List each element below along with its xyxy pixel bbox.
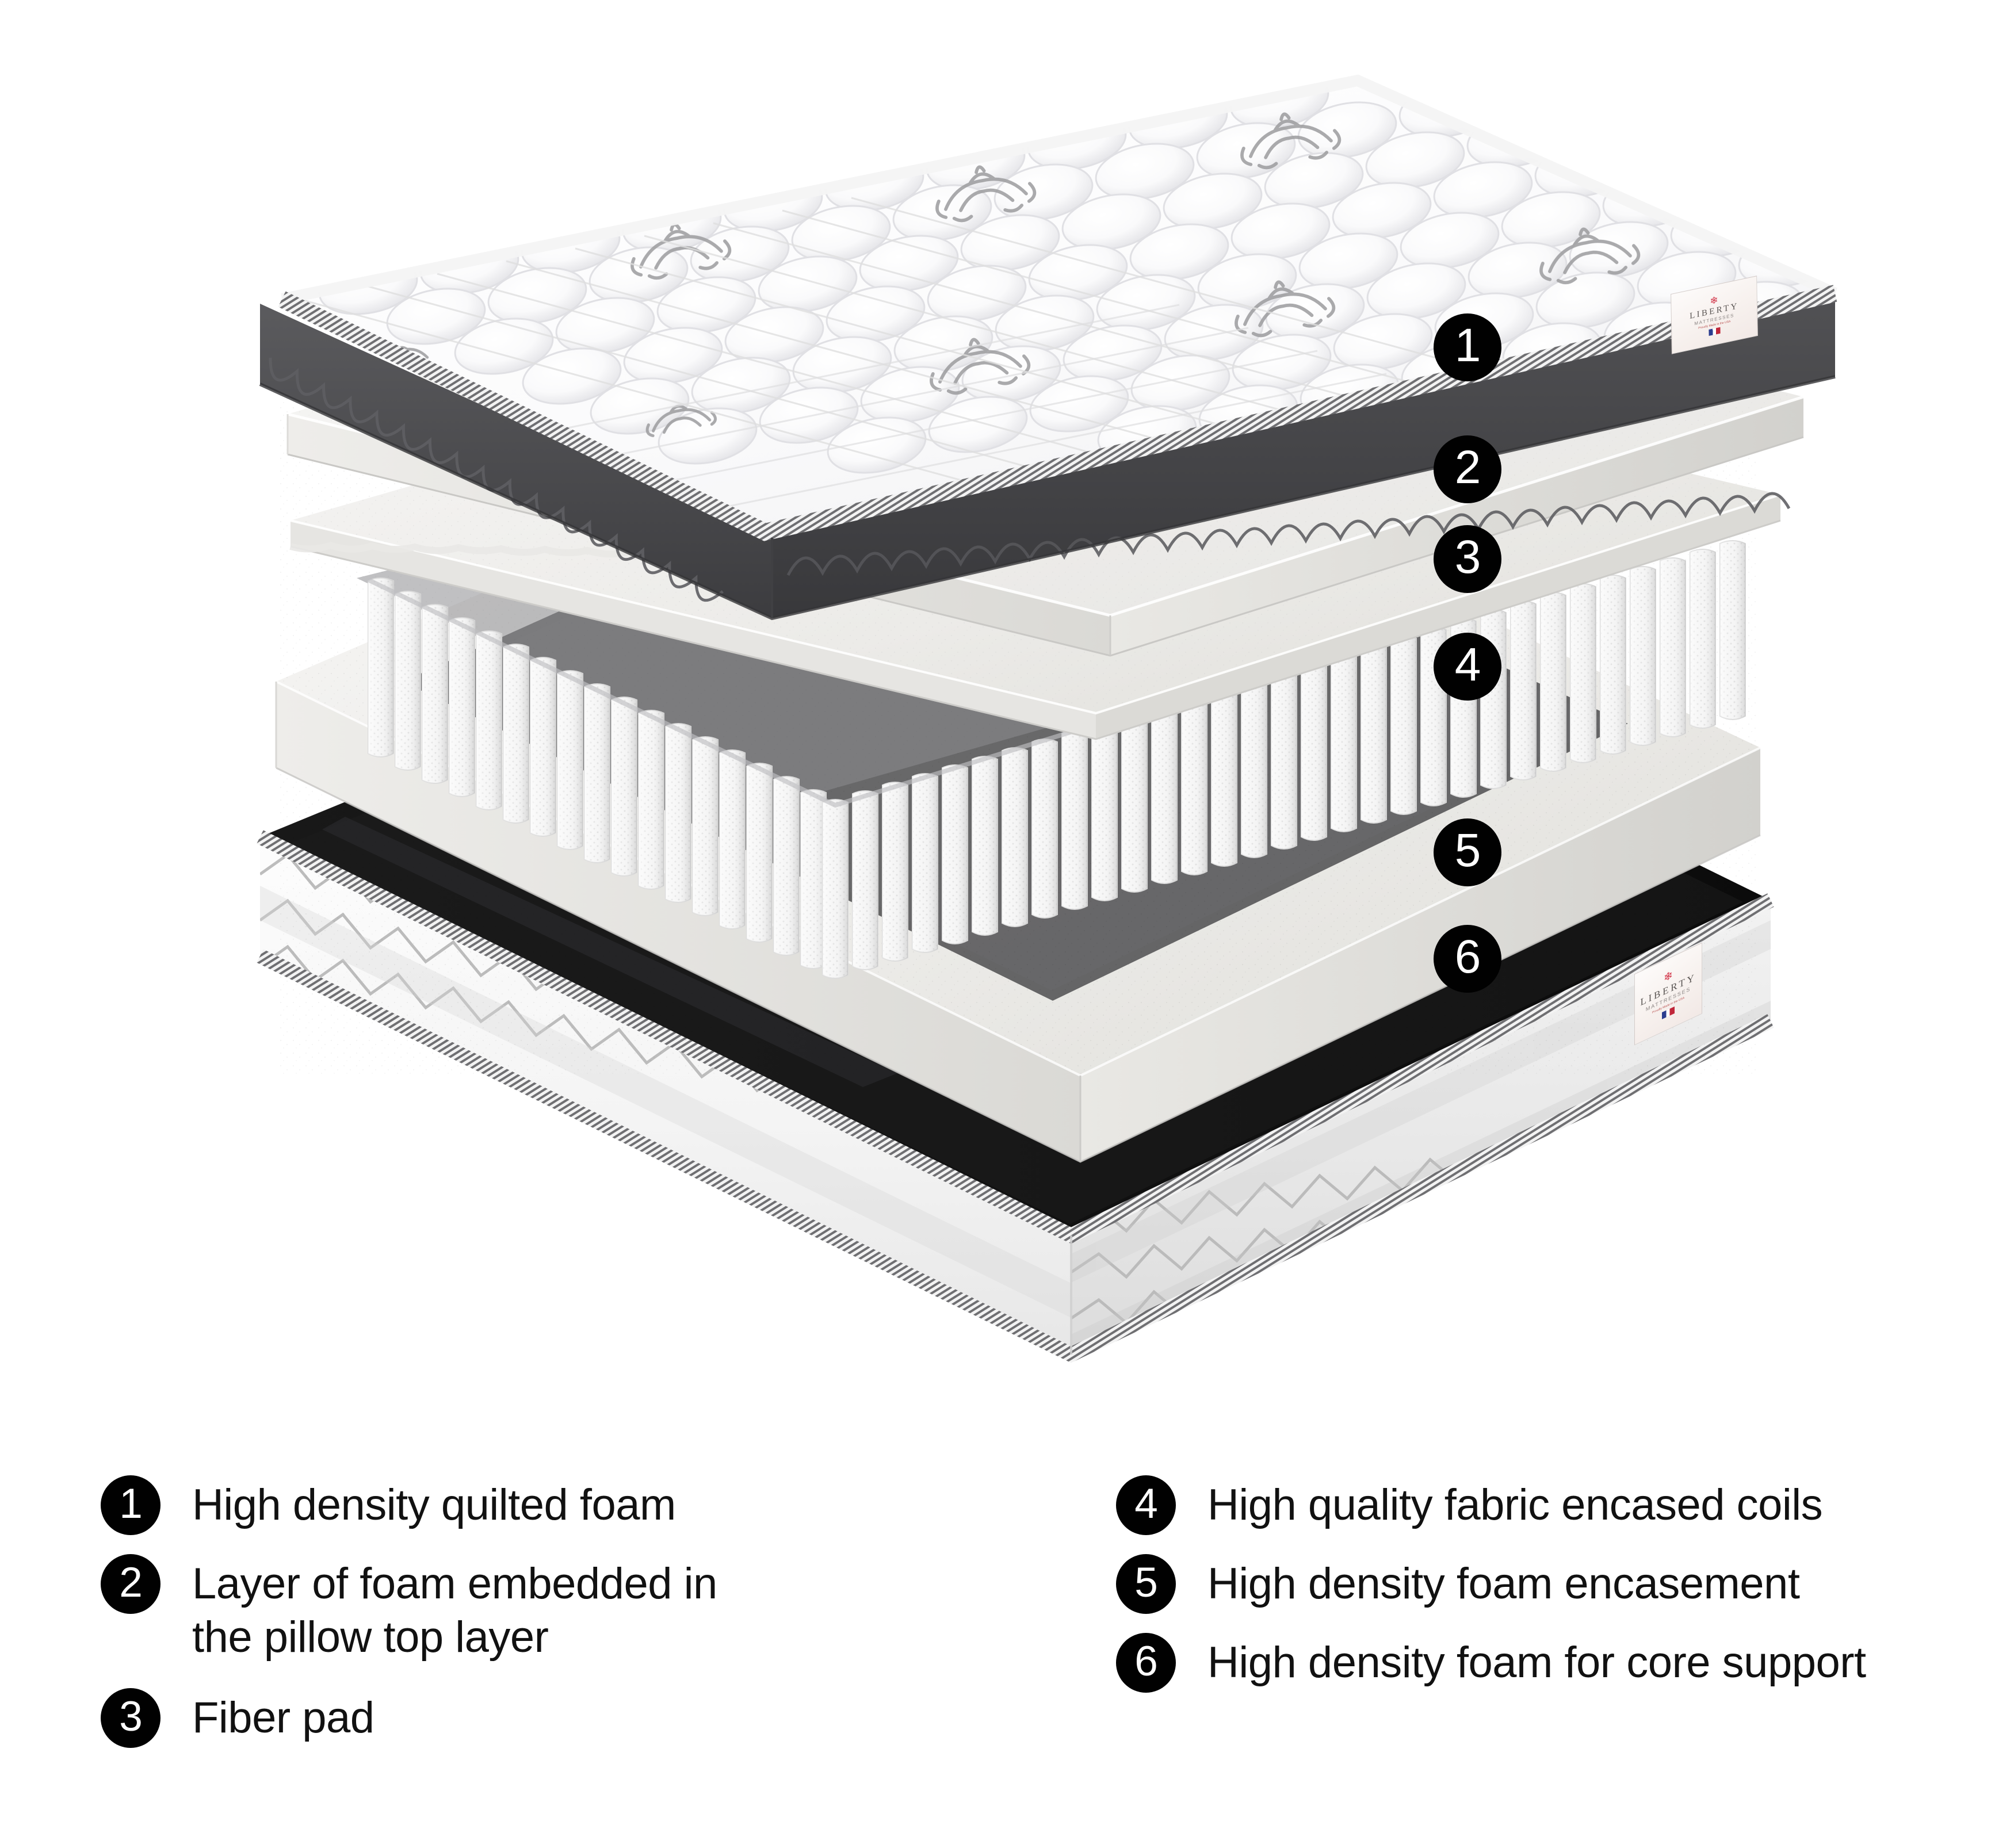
- legend-badge-4: 4: [1116, 1475, 1176, 1535]
- callout-number: 6: [1454, 931, 1481, 983]
- legend-item-5: 5 High density foam encasement: [1116, 1554, 1800, 1614]
- legend-badge-2: 2: [101, 1554, 160, 1614]
- callout-number: 5: [1454, 824, 1481, 877]
- legend-badge-1: 1: [101, 1475, 160, 1535]
- callout-badge-5[interactable]: 5: [1434, 818, 1501, 886]
- legend-label-2: Layer of foam embedded in the pillow top…: [192, 1559, 717, 1662]
- callout-badge-1[interactable]: 1: [1434, 313, 1501, 381]
- mattress-layers-svg: [257, 74, 1838, 1363]
- legend-item-6: 6 High density foam for core support: [1116, 1633, 1866, 1693]
- legend-item-2: 2 Layer of foam embedded in the pillow t…: [101, 1554, 717, 1664]
- callout-badge-4[interactable]: 4: [1434, 633, 1501, 701]
- callout-number: 1: [1454, 319, 1481, 372]
- legend-label-3: Fiber pad: [192, 1693, 374, 1742]
- legend-number: 4: [1134, 1480, 1158, 1527]
- legend-item-4: 4 High quality fabric encased coils: [1116, 1475, 1823, 1535]
- brand-floral-mark: ❄: [1710, 294, 1718, 307]
- legend-number: 5: [1134, 1559, 1158, 1606]
- callout-number: 4: [1454, 638, 1481, 691]
- callout-badge-3[interactable]: 3: [1434, 525, 1501, 593]
- legend-number: 3: [119, 1693, 143, 1740]
- legend-badge-5: 5: [1116, 1554, 1176, 1614]
- coil-row-front-left: [368, 577, 827, 969]
- legend-label-4: High quality fabric encased coils: [1207, 1480, 1823, 1529]
- legend-label-5: High density foam encasement: [1207, 1559, 1800, 1608]
- callout-number: 2: [1454, 441, 1481, 493]
- legend-item-3: 3 Fiber pad: [101, 1688, 374, 1748]
- mattress-cutaway-illustration: ❄ LIBERTY MATTRESSES Proudly Made in the…: [257, 74, 1838, 1363]
- legend-item-1: 1 High density quilted foam: [101, 1475, 676, 1535]
- legend-number: 6: [1134, 1637, 1158, 1685]
- legend: 1 High density quilted foam 2 Layer of f…: [0, 1426, 2014, 1848]
- legend-badge-6: 6: [1116, 1633, 1176, 1693]
- legend-number: 1: [119, 1480, 143, 1527]
- callout-badge-6[interactable]: 6: [1434, 925, 1501, 993]
- legend-badge-3: 3: [101, 1688, 160, 1748]
- coil-row-front-right: [822, 540, 1746, 979]
- legend-number: 2: [119, 1559, 143, 1606]
- callout-number: 3: [1454, 531, 1481, 583]
- callout-badge-2[interactable]: 2: [1434, 435, 1501, 503]
- us-flag-icon: [1709, 327, 1721, 336]
- legend-label-6: High density foam for core support: [1207, 1638, 1866, 1687]
- legend-label-1: High density quilted foam: [192, 1480, 676, 1529]
